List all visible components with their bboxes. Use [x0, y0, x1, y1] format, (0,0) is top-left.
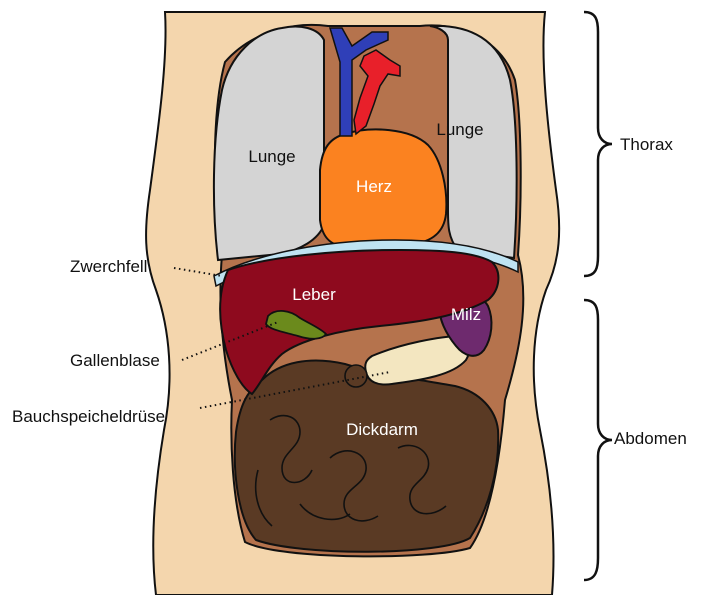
label-thorax: Thorax [620, 135, 673, 154]
label-bauchspeicheldruese: Bauchspeicheldrüse [12, 407, 165, 426]
label-dickdarm: Dickdarm [346, 420, 418, 439]
label-lunge-left: Lunge [248, 147, 295, 166]
label-lunge-right: Lunge [436, 120, 483, 139]
label-herz: Herz [356, 177, 392, 196]
label-milz: Milz [451, 305, 481, 324]
label-gallenblase: Gallenblase [70, 351, 160, 370]
colon [235, 361, 498, 552]
brace-abdomen [584, 300, 612, 580]
label-leber: Leber [292, 285, 336, 304]
label-zwerchfell: Zwerchfell [70, 257, 147, 276]
label-abdomen: Abdomen [614, 429, 687, 448]
pancreas-duct [345, 365, 367, 387]
brace-thorax [584, 12, 612, 276]
